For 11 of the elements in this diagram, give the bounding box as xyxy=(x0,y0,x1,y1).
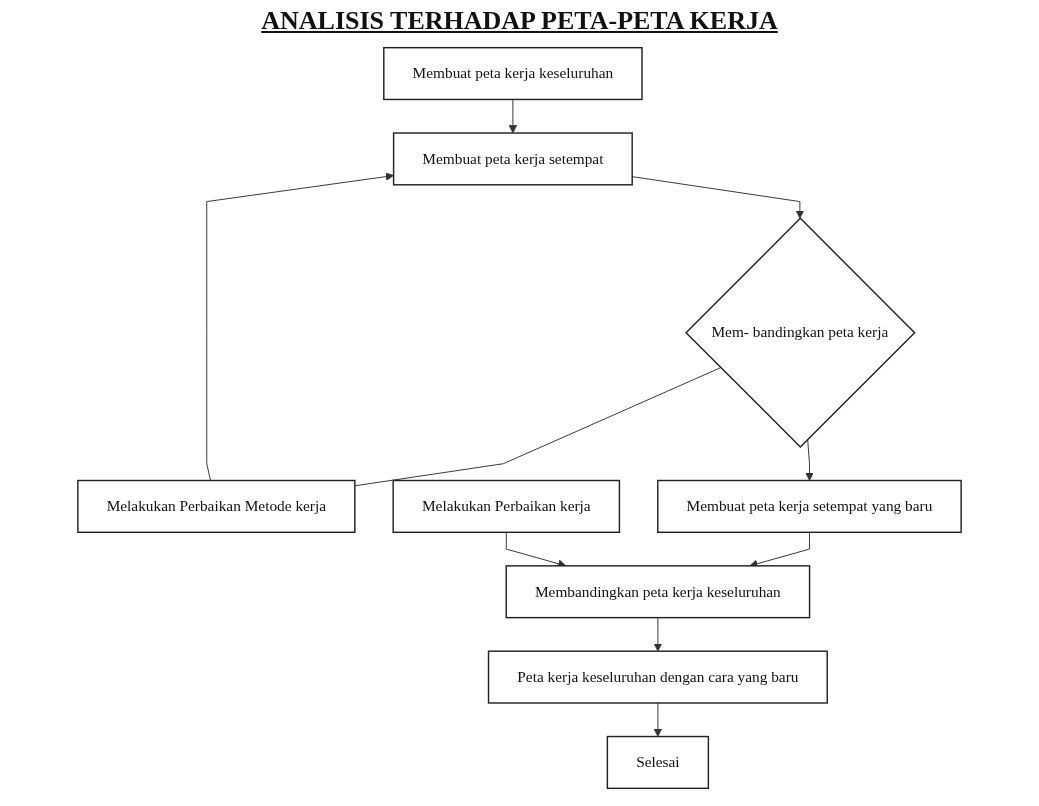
node-box: Membuat peta kerja setempat yang baru xyxy=(657,479,962,533)
diagram-title: ANALISIS TERHADAP PETA-PETA KERJA xyxy=(261,6,778,36)
connector xyxy=(354,367,722,487)
node-box: Peta kerja keseluruhan dengan cara yang baru xyxy=(487,650,828,704)
node-box: Membuat peta kerja keseluruhan xyxy=(383,46,643,101)
node-box: Selesai xyxy=(606,735,710,790)
node-box: Membandingkan peta kerja keseluruhan xyxy=(505,565,811,619)
node-box: Membuat peta kerja setempat xyxy=(392,132,633,186)
node-box: Melakukan Perbaikan Metode kerja xyxy=(77,479,356,533)
node-box: Melakukan Perbaikan kerja xyxy=(392,479,621,533)
node-diamond: Mem- bandingkan peta kerja xyxy=(685,217,916,448)
